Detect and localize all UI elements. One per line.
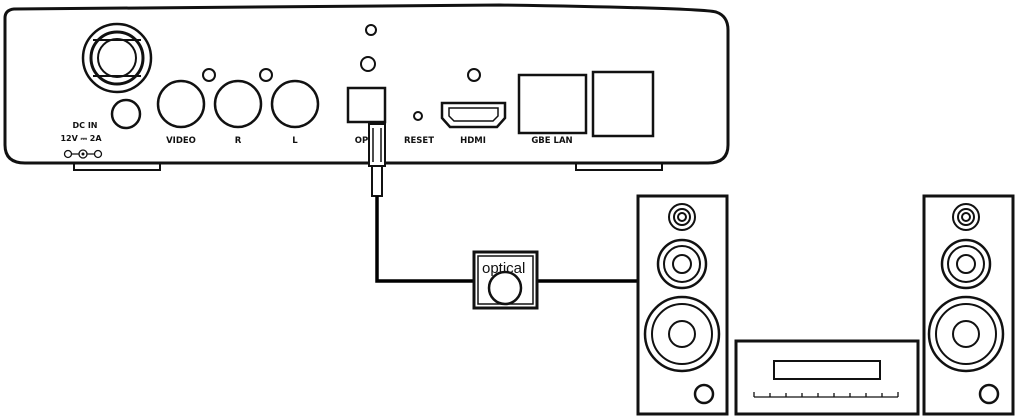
- device-foot-right: [575, 162, 663, 171]
- device-foot-left: [73, 162, 161, 171]
- usb-port: [591, 70, 655, 138]
- device-rear-panel: DC IN 12V ⎓ 2A VIDEO R L OPTI RESET H: [3, 3, 730, 171]
- receiver-unit: [734, 339, 920, 416]
- lan-port: [517, 73, 588, 135]
- led-indicator: [467, 68, 481, 82]
- speaker-cabinet: [922, 194, 1015, 416]
- cable-segment: [375, 196, 474, 283]
- right-speaker: [922, 194, 1015, 416]
- lan-label: GBE LAN: [531, 136, 572, 146]
- left-speaker: [636, 194, 729, 416]
- device-body: [3, 3, 730, 165]
- optical-label: OPTI: [355, 136, 377, 146]
- dc-in-label: DC IN: [73, 121, 98, 130]
- midrange-driver: [656, 238, 708, 290]
- l-rca-jack: [270, 79, 320, 129]
- optical-adapter: optical: [472, 250, 539, 310]
- bass-port: [693, 383, 715, 405]
- led-indicator: [360, 56, 376, 72]
- r-rca-jack: [213, 79, 263, 129]
- reset-label: RESET: [404, 136, 434, 146]
- tuning-scale: [753, 392, 899, 398]
- r-label: R: [235, 136, 242, 146]
- hdmi-port: [440, 101, 507, 129]
- dc-in-jack: [110, 98, 142, 130]
- tweeter: [668, 203, 696, 231]
- adapter-box: [472, 250, 539, 310]
- optical-plug: [368, 123, 386, 167]
- tweeter: [952, 203, 980, 231]
- optical-port: [346, 86, 387, 124]
- speaker-cabinet: [636, 194, 729, 416]
- bass-port: [978, 383, 1000, 405]
- hdmi-label: HDMI: [460, 136, 486, 146]
- woofer: [927, 295, 1005, 373]
- receiver-display: [773, 360, 881, 380]
- receiver-body: [734, 339, 920, 416]
- optical-plug-sleeve: [371, 165, 383, 197]
- reset-button: [413, 111, 423, 121]
- antenna-connector: [81, 22, 153, 94]
- adapter-port: [487, 270, 523, 306]
- optical-cable: [368, 123, 638, 283]
- screw-hole: [365, 24, 377, 36]
- l-label: L: [292, 136, 298, 146]
- adapter-label: optical: [482, 260, 525, 277]
- led-indicator: [259, 68, 273, 82]
- midrange-driver: [940, 238, 992, 290]
- video-label: VIDEO: [166, 136, 196, 146]
- dc-in-voltage-label: 12V ⎓ 2A: [60, 134, 102, 143]
- dc-polarity-icon: [63, 149, 103, 159]
- woofer: [643, 295, 721, 373]
- video-rca-jack: [156, 79, 206, 129]
- led-indicator: [202, 68, 216, 82]
